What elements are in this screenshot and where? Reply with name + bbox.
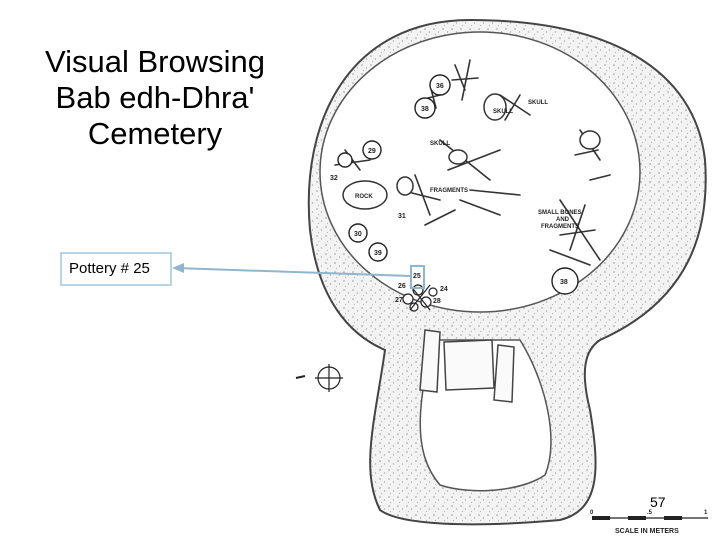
annotation-rock: ROCK bbox=[355, 194, 373, 200]
annotation-fragments: FRAGMENTS bbox=[430, 188, 468, 194]
slide-title: Visual Browsing Bab edh-Dhra' Cemetery bbox=[10, 44, 300, 152]
entrance-stones bbox=[419, 329, 515, 403]
callout-marker bbox=[410, 265, 425, 289]
label-36: 36 bbox=[436, 83, 444, 90]
annotation-fragments-2: FRAGMENTS bbox=[541, 224, 579, 230]
annotation-skull-right: SKULL bbox=[528, 100, 548, 106]
label-31: 31 bbox=[398, 213, 406, 220]
scale-tick-0: 0 bbox=[590, 510, 594, 516]
pottery-32 bbox=[337, 152, 353, 168]
pottery-36 bbox=[429, 74, 451, 96]
annotation-small-bones: SMALL BONES bbox=[538, 210, 582, 216]
annotation-and: AND bbox=[556, 217, 570, 223]
title-line-3: Cemetery bbox=[87, 116, 223, 151]
pottery-39 bbox=[368, 242, 388, 262]
annotation-skull-mid: SKULL bbox=[493, 109, 513, 115]
label-28: 28 bbox=[433, 298, 441, 305]
skull-shapes bbox=[342, 93, 601, 210]
pottery-callout-box[interactable]: Pottery # 25 bbox=[60, 252, 172, 286]
label-27: 27 bbox=[395, 297, 403, 304]
label-25: 25 bbox=[413, 273, 421, 280]
scale-tick-mid: .5 bbox=[647, 510, 653, 516]
plan-annotations: SKULL SKULL SKULL FRAGMENTS ROCK SMALL B… bbox=[355, 100, 582, 230]
page-number: 57 bbox=[650, 494, 666, 510]
pottery-38-right bbox=[551, 267, 579, 295]
title-line-2: Bab edh-Dhra' bbox=[55, 80, 255, 115]
scale-tick-1: 1 bbox=[704, 510, 708, 516]
scale-label: SCALE IN METERS bbox=[615, 528, 679, 535]
north-marker-icon bbox=[295, 364, 343, 392]
pottery-29 bbox=[362, 140, 382, 160]
label-38-top: 38 bbox=[421, 106, 429, 113]
scale-bar: 0 .5 1 SCALE IN METERS bbox=[590, 510, 708, 535]
pottery-30 bbox=[348, 223, 368, 243]
label-38-right: 38 bbox=[560, 279, 568, 286]
label-30: 30 bbox=[354, 231, 362, 238]
pottery-callout-label: Pottery # 25 bbox=[69, 260, 150, 277]
pottery-38-top bbox=[414, 97, 436, 119]
callout-arrowhead bbox=[172, 263, 184, 273]
title-line-1: Visual Browsing bbox=[45, 44, 265, 79]
annotation-skull-center: SKULL bbox=[430, 141, 450, 147]
label-39: 39 bbox=[374, 250, 382, 257]
chamber-wall bbox=[307, 18, 707, 526]
label-29: 29 bbox=[368, 148, 376, 155]
label-26: 26 bbox=[398, 283, 406, 290]
label-32: 32 bbox=[330, 175, 338, 182]
pottery-vessels bbox=[337, 74, 579, 295]
label-24: 24 bbox=[440, 286, 448, 293]
pottery-number-labels: 36 38 29 31 39 32 30 38 25 26 27 28 24 bbox=[330, 83, 568, 305]
callout-connector bbox=[175, 267, 412, 277]
